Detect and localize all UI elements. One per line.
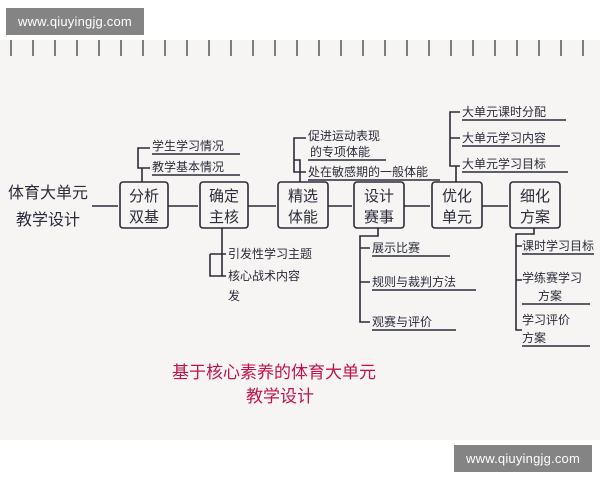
node-select-fitness: 精选 体能 <box>277 181 329 229</box>
branch-item: 大单元课时分配 <box>462 105 546 119</box>
branch-item: 发 <box>228 288 240 303</box>
branch-bracket <box>515 228 535 331</box>
branch-item: 促进运动表现 <box>308 129 380 143</box>
node-label-line2: 双基 <box>129 208 159 226</box>
branch-item: 学练赛学习 <box>522 270 582 285</box>
branch-bracket <box>449 111 460 182</box>
node-define-core: 确定 主核 <box>199 181 249 229</box>
branch-item: 处在敏感期的一般体能 <box>308 164 428 179</box>
node-label-line1: 设计 <box>364 187 394 205</box>
watermark-bottom: www.qiuyingjg.com <box>454 445 592 472</box>
node-refine-plan: 细化 方案 <box>509 181 561 229</box>
branch-analyze-basics: 学生学习情况 教学基本情况 <box>137 138 240 182</box>
diagram-caption: 基于核心素养的体育大单元 教学设计 <box>172 363 376 407</box>
branch-define-core: 引发性学习主题 核心战术内容 发 <box>209 228 312 303</box>
node-label-line1: 细化 <box>520 187 550 205</box>
watermark-top: www.qiuyingjg.com <box>6 8 144 35</box>
notebook-page <box>0 40 600 440</box>
branch-bracket <box>359 228 379 323</box>
branch-refine-plan: 课时学习目标 学练赛学习 方案 学习评价 方案 <box>515 228 594 347</box>
node-label-line2: 体能 <box>288 208 318 226</box>
node-label-line1: 分析 <box>129 187 159 205</box>
branch-item: 的专项体能 <box>310 144 370 159</box>
node-label-line2: 方案 <box>520 208 550 226</box>
branch-item: 学生学习情况 <box>152 138 224 153</box>
branch-item: 方案 <box>538 288 562 303</box>
branch-optimize-unit: 大单元课时分配 大单元学习内容 大单元学习目标 <box>449 105 568 182</box>
branch-item: 观赛与评价 <box>372 314 432 329</box>
node-design-competition: 设计 赛事 <box>353 181 405 229</box>
branch-item: 核心战术内容 <box>228 268 300 283</box>
branch-bracket <box>209 228 226 277</box>
branch-item: 学习评价 <box>522 312 570 327</box>
branch-bracket <box>137 147 150 182</box>
branch-design-competition: 展示比赛 规则与裁判方法 观赛与评价 <box>359 228 476 331</box>
branch-item: 方案 <box>522 330 546 345</box>
node-box <box>277 181 329 229</box>
node-analyze-basics: 分析 双基 <box>119 181 169 229</box>
node-label-line1: 优化 <box>442 187 472 205</box>
node-box <box>119 181 169 229</box>
node-box <box>509 181 561 229</box>
node-label-line1: 确定 <box>209 187 239 205</box>
caption-line1: 基于核心素养的体育大单元 <box>172 363 376 383</box>
branch-item: 展示比赛 <box>372 240 420 255</box>
branch-item: 引发性学习主题 <box>228 246 312 261</box>
node-label-line2: 赛事 <box>364 208 394 226</box>
node-box <box>431 181 483 229</box>
root-node: 体育大单元 教学设计 <box>8 183 88 229</box>
node-optimize-unit: 优化 单元 <box>431 181 483 229</box>
root-line2: 教学设计 <box>16 210 80 229</box>
branch-item: 课时学习目标 <box>522 238 594 253</box>
node-box <box>353 181 405 229</box>
notebook-spiral-binding <box>0 40 600 56</box>
node-label-line2: 单元 <box>442 208 472 226</box>
branch-item: 大单元学习内容 <box>462 130 546 145</box>
branch-item: 大单元学习目标 <box>462 156 546 171</box>
node-label-line2: 主核 <box>209 208 239 226</box>
branch-item: 规则与裁判方法 <box>372 274 456 289</box>
caption-line2: 教学设计 <box>246 387 314 407</box>
root-line1: 体育大单元 <box>8 183 88 202</box>
branch-item: 教学基本情况 <box>152 159 224 174</box>
branch-bracket <box>293 137 306 182</box>
node-box <box>199 181 249 229</box>
node-label-line1: 精选 <box>288 187 318 205</box>
branch-select-fitness: 促进运动表现 的专项体能 处在敏感期的一般体能 <box>293 129 440 182</box>
